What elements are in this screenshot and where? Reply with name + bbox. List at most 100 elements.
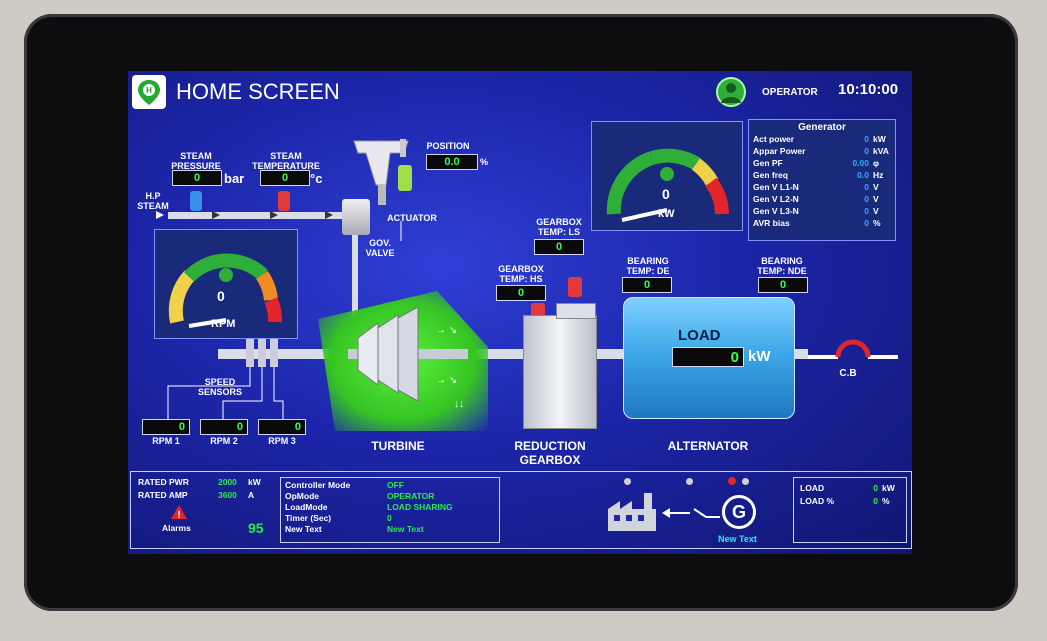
generator-row-unit: % [873, 218, 881, 228]
generator-row-label: Act power [753, 134, 795, 144]
rated-pwr-unit: kW [248, 477, 261, 487]
page-title: HOME SCREEN [176, 79, 340, 104]
indicator-dot-4 [742, 478, 749, 485]
position-value: 0.0 [426, 154, 478, 170]
alternator-load-value: 0 [672, 347, 744, 367]
generator-row-unit: V [873, 182, 879, 192]
load-unit: % [882, 496, 890, 506]
actuator-label: ACTUATOR [387, 213, 437, 223]
factory-icon [608, 493, 656, 531]
steam-temperature-label: STEAM TEMPERATURE [252, 151, 320, 171]
load-value: 0 [873, 483, 878, 493]
rpm-gauge-value: 0 [217, 288, 225, 304]
home-icon[interactable]: H [132, 75, 166, 109]
position-unit: % [480, 157, 489, 167]
generator-row-label: AVR bias [753, 218, 790, 228]
turbine-icon[interactable]: → ↘ → ↘ ↓↓ [338, 303, 478, 413]
svg-text:!: ! [177, 510, 180, 520]
operator-label: OPERATOR [762, 87, 818, 98]
generator-symbol-caption: New Text [718, 534, 757, 544]
reduction-gearbox-icon[interactable] [523, 315, 597, 429]
generator-row-unit: φ [873, 158, 880, 168]
steam-temperature-value: 0 [260, 170, 310, 186]
bearing-de-label: BEARING TEMP: DE [626, 256, 670, 276]
status-label: Controller Mode [285, 480, 351, 490]
alarms-label[interactable]: Alarms [162, 523, 191, 533]
steam-pressure-value: 0 [172, 170, 222, 186]
clock: 10:10:00 [838, 81, 899, 98]
alternator-label: ALTERNATOR [667, 439, 749, 453]
circuit-breaker-icon[interactable] [808, 327, 898, 367]
status-row: Timer (Sec) 0 [285, 513, 495, 524]
status-value: New Text [387, 524, 424, 534]
circuit-breaker-label: C.B [839, 368, 857, 379]
user-avatar-icon[interactable] [716, 77, 746, 107]
generator-row-unit: Hz [873, 170, 884, 180]
status-label: LoadMode [285, 502, 328, 512]
generator-row-label: Gen V L1-N [753, 182, 799, 192]
generator-row-value: 0 [864, 182, 869, 192]
generator-row-value: 0 [864, 146, 869, 156]
gearbox-ls-sensor-icon [568, 277, 582, 297]
alarms-count: 95 [248, 520, 264, 536]
indicator-dot-2 [686, 478, 693, 485]
speed-sensors-icon [246, 339, 280, 367]
generator-row-label: Appar Power [753, 146, 806, 156]
hp-steam-label: H.P STEAM [137, 191, 169, 211]
svg-text:→ ↘: → ↘ [436, 375, 457, 386]
status-label: New Text [285, 524, 322, 534]
breaker-arrow-icon [662, 508, 720, 518]
rpm-sensor-value: 0 [142, 419, 190, 435]
status-label: Timer (Sec) [285, 513, 332, 523]
gearbox-temp-ls-label: GEARBOX TEMP: LS [536, 217, 582, 237]
status-row: New Text New Text [285, 524, 495, 535]
rated-pwr-label: RATED PWR [138, 477, 189, 487]
governor-valve-icon[interactable] [342, 199, 370, 235]
generator-symbol-icon[interactable]: G [722, 495, 756, 529]
temperature-transmitter-icon [278, 191, 290, 211]
rpm-gauge-unit: RPM [211, 318, 236, 330]
gearbox-temp-hs-value: 0 [496, 285, 546, 301]
generator-row-value: 0 [864, 206, 869, 216]
rpm-sensor-label: RPM 1 [152, 436, 180, 446]
rpm-gauge-icon [168, 253, 282, 328]
load-label: LOAD [800, 483, 825, 493]
generator-row-label: Gen V L2-N [753, 194, 799, 204]
generator-row-label: Gen V L3-N [753, 206, 799, 216]
rpm-sensor-value: 0 [258, 419, 306, 435]
generator-row-value: 0.00 [852, 158, 869, 168]
hmi-screen: H HOME SCREEN OPERATOR 10:10:00 STEAM PR… [128, 71, 912, 554]
steam-temperature-unit: °c [310, 171, 323, 186]
alarm-warning-icon[interactable]: ! [170, 504, 188, 520]
svg-text:→ ↘: → ↘ [436, 325, 457, 336]
gearbox-top-block [556, 303, 596, 319]
status-value: 0 [387, 513, 392, 523]
kw-gauge-icon [606, 148, 729, 222]
pressure-transmitter-icon [190, 191, 202, 211]
rpm-gauge-panel: 0 RPM [154, 229, 298, 339]
bottom-status-bar [130, 471, 912, 549]
turbine-label: TURBINE [371, 439, 425, 453]
actuator-icon[interactable] [348, 135, 418, 215]
position-label: POSITION [426, 141, 470, 151]
generator-row-value: 0.0 [857, 170, 869, 180]
svg-text:↓↓: ↓↓ [454, 399, 464, 410]
status-value: LOAD SHARING [387, 502, 453, 512]
generator-row-value: 0 [864, 134, 869, 144]
load-row: LOAD %0% [800, 495, 900, 508]
alternator-load-unit: kW [748, 348, 771, 365]
generator-row-value: 0 [864, 194, 869, 204]
steam-pressure-unit: bar [224, 171, 245, 186]
kw-gauge-value: 0 [662, 186, 670, 202]
indicator-dot-3 [728, 477, 736, 485]
